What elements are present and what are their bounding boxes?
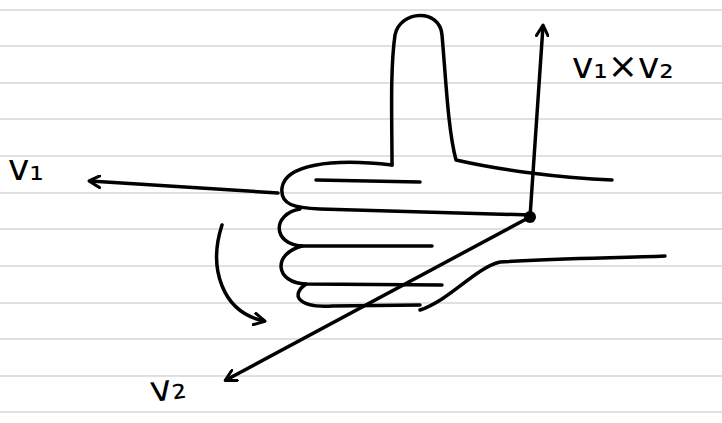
cross-product-arrow bbox=[530, 26, 543, 217]
origin-dot bbox=[524, 211, 536, 223]
vector-label: v₁ bbox=[8, 150, 44, 186]
ruled-lines bbox=[0, 10, 722, 412]
vector-arrows bbox=[90, 26, 543, 380]
v2-arrow bbox=[226, 217, 530, 380]
vector-label: v₂ bbox=[148, 368, 188, 409]
v1-arrow bbox=[90, 181, 278, 193]
vector-label: v₁×v₂ bbox=[572, 48, 674, 84]
